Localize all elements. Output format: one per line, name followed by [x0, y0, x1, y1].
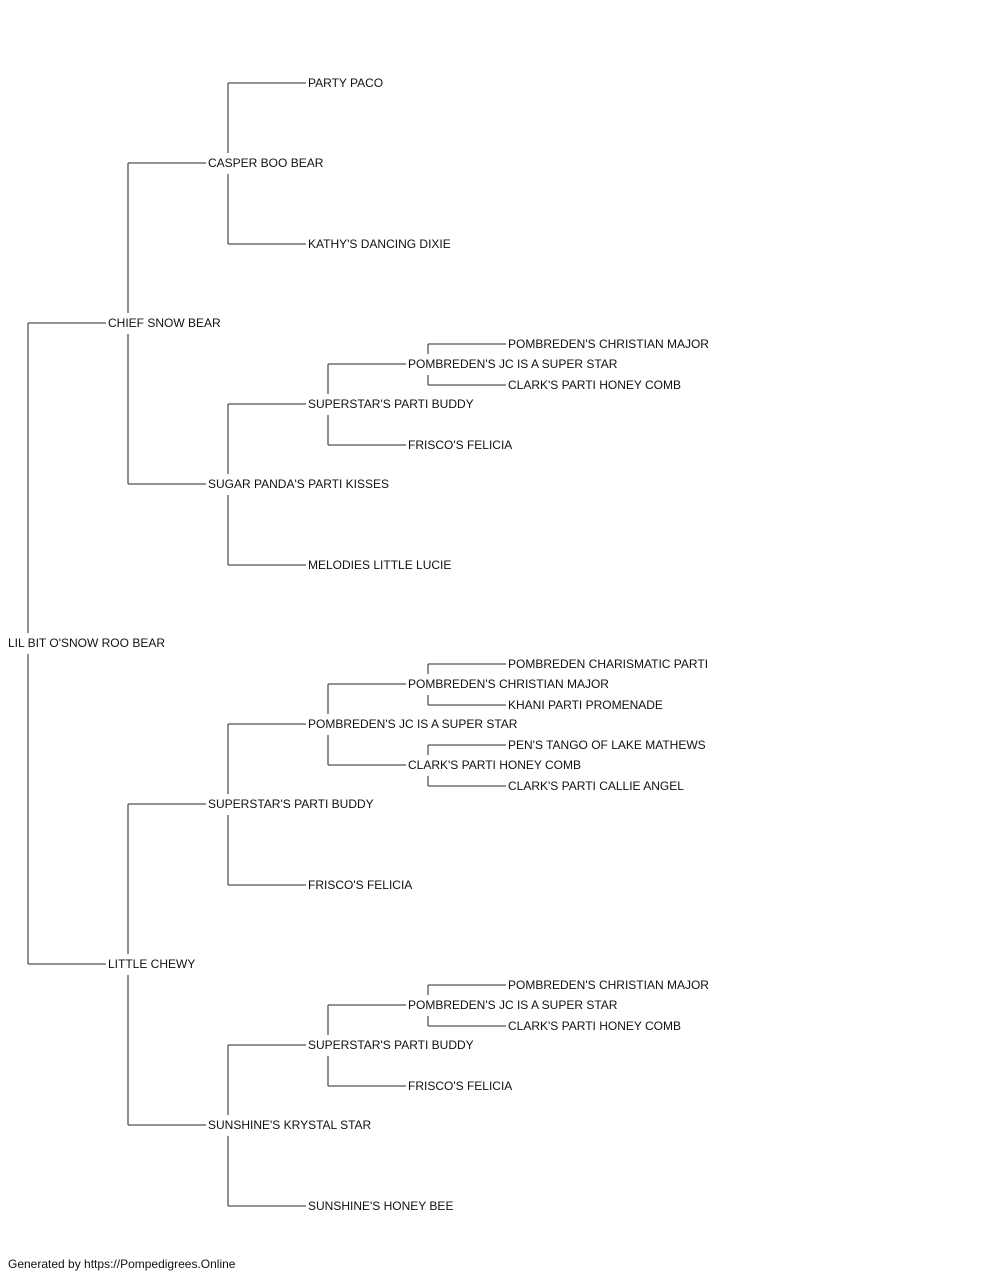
dog-name-sire-gen3: SUPERSTAR'S PARTI BUDDY [308, 1038, 474, 1052]
dog-name-sire-gen4: POMBREDEN'S CHRISTIAN MAJOR [408, 677, 609, 691]
dog-name-dam-gen2: SUNSHINE'S KRYSTAL STAR [208, 1118, 372, 1132]
dog-name-sire-gen2: SUPERSTAR'S PARTI BUDDY [208, 797, 374, 811]
dog-name-sire-gen1: CHIEF SNOW BEAR [108, 316, 221, 330]
footer-credit: Generated by https://Pompedigrees.Online [8, 1257, 236, 1271]
dog-name-sire-gen3: POMBREDEN'S JC IS A SUPER STAR [308, 717, 518, 731]
dog-name-dam-gen4: FRISCO'S FELICIA [408, 1079, 512, 1093]
dog-name-sire-gen3: SUPERSTAR'S PARTI BUDDY [308, 397, 474, 411]
dog-name-sire-gen5: POMBREDEN'S CHRISTIAN MAJOR [508, 337, 709, 351]
dog-name-dam-gen1: LITTLE CHEWY [108, 957, 195, 971]
dog-name-dam-gen2: SUGAR PANDA'S PARTI KISSES [208, 477, 389, 491]
dog-name-sire-gen4: POMBREDEN'S JC IS A SUPER STAR [408, 998, 618, 1012]
dog-name-dam-gen3: FRISCO'S FELICIA [308, 878, 412, 892]
dog-name-dam-gen5: CLARK'S PARTI HONEY COMB [508, 1019, 681, 1033]
dog-name-dam-gen5: CLARK'S PARTI HONEY COMB [508, 378, 681, 392]
dog-name-dam-gen4: FRISCO'S FELICIA [408, 438, 512, 452]
dog-name-root-gen0: LIL BIT O'SNOW ROO BEAR [8, 636, 165, 650]
dog-name-sire-gen3: PARTY PACO [308, 76, 383, 90]
dog-name-sire-gen2: CASPER BOO BEAR [208, 156, 324, 170]
dog-name-sire-gen5: POMBREDEN'S CHRISTIAN MAJOR [508, 978, 709, 992]
dog-name-sire-gen5: POMBREDEN CHARISMATIC PARTI [508, 657, 708, 671]
dog-name-dam-gen3: SUNSHINE'S HONEY BEE [308, 1199, 453, 1213]
dog-name-dam-gen5: KHANI PARTI PROMENADE [508, 698, 663, 712]
dog-name-dam-gen4: CLARK'S PARTI HONEY COMB [408, 758, 581, 772]
dog-name-dam-gen5: CLARK'S PARTI CALLIE ANGEL [508, 779, 684, 793]
dog-name-sire-gen4: POMBREDEN'S JC IS A SUPER STAR [408, 357, 618, 371]
dog-name-dam-gen3: MELODIES LITTLE LUCIE [308, 558, 451, 572]
dog-name-sire-gen5: PEN'S TANGO OF LAKE MATHEWS [508, 738, 706, 752]
dog-name-dam-gen3: KATHY'S DANCING DIXIE [308, 237, 451, 251]
